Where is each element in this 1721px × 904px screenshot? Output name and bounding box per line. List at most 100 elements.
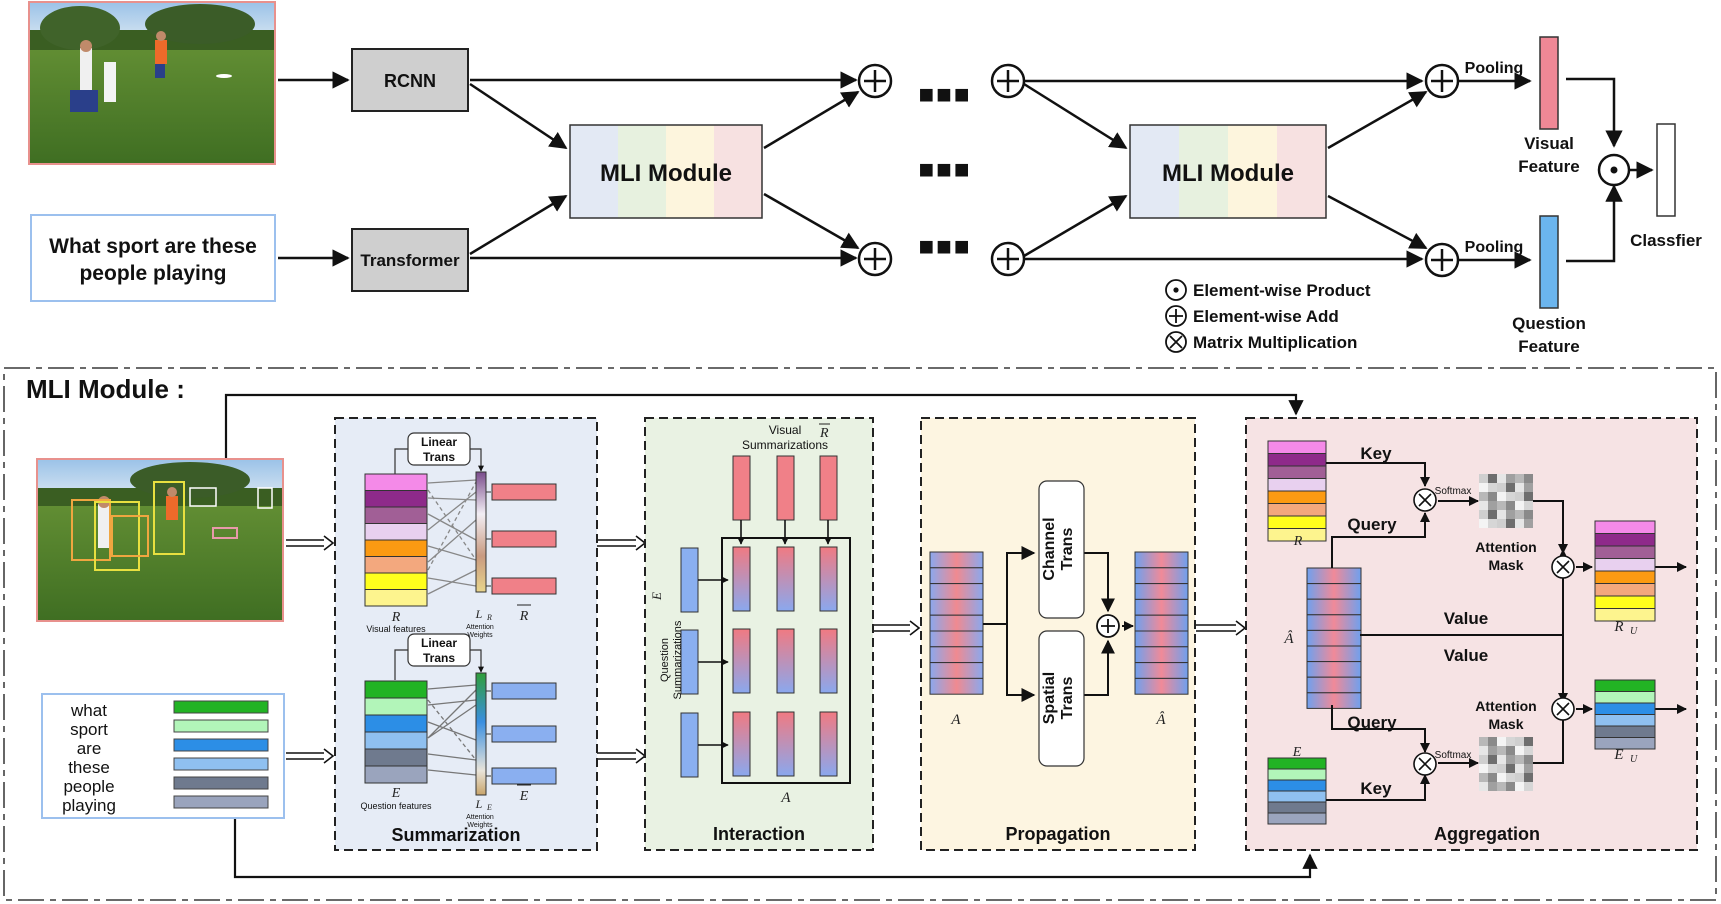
eu-symbol: E: [1613, 747, 1623, 763]
attention-mask-top-cell: [1515, 519, 1524, 528]
e-symbol: E: [391, 786, 401, 801]
svg-text:R: R: [486, 613, 492, 622]
word-are: are: [77, 739, 102, 758]
rcnn-block: RCNN: [351, 48, 469, 112]
mli-module-frame: [3, 367, 1717, 901]
propagated-ahat-row: [1134, 630, 1189, 648]
attention-mask-label-bottom-2: Mask: [1488, 716, 1523, 732]
question-feature-cell: [364, 731, 428, 750]
top-connections: [278, 71, 1654, 269]
interaction-ebar: E: [649, 592, 664, 601]
add-icon: [857, 63, 893, 99]
propagated-ahat-row: [1134, 646, 1189, 664]
svg-text:■■■: ■■■: [918, 231, 971, 261]
attention-mask-top-cell: [1479, 483, 1488, 492]
matmul-icon: [1413, 752, 1437, 776]
attention-mask-top-cell: [1506, 501, 1515, 510]
attention-mask-bottom-cell: [1488, 755, 1497, 764]
aggregation-title: Aggregation: [1434, 824, 1540, 844]
attention-mask-bottom-cell: [1479, 737, 1488, 746]
attention-mask-bottom-cell: [1479, 764, 1488, 773]
question-feature-cell: [364, 714, 428, 733]
question-feature-label-2: Feature: [1518, 337, 1579, 356]
attention-mask-top-cell: [1524, 474, 1533, 483]
add-icon: [1096, 614, 1120, 638]
aggregation-e-cell: [1267, 768, 1327, 781]
attention-mask-label-top-2: Mask: [1488, 557, 1523, 573]
lr-symbol: L: [475, 607, 483, 621]
propagation-panel: Propagation A Channel Trans Spatial Tran…: [920, 417, 1196, 851]
aggregation-ahat-row: [1306, 567, 1362, 585]
attention-mask-top-cell: [1515, 501, 1524, 510]
svg-text:Trans: Trans: [423, 450, 455, 464]
affinity-a-row: [929, 630, 984, 648]
attention-mask-bottom-cell: [1524, 737, 1533, 746]
attention-mask-top: [1479, 474, 1533, 528]
svg-text:MLI Module: MLI Module: [600, 160, 732, 187]
svg-text:Attention: Attention: [466, 814, 494, 821]
attention-mask-bottom-cell: [1479, 755, 1488, 764]
attention-mask-top-cell: [1479, 519, 1488, 528]
ellipsis-dots: ■■■ ■■■ ■■■: [918, 79, 971, 261]
svg-text:■■■: ■■■: [918, 79, 971, 109]
svg-text:E: E: [486, 803, 492, 812]
attention-mask-top-cell: [1479, 492, 1488, 501]
key-label-top: Key: [1360, 444, 1392, 463]
propagation-a-symbol: A: [950, 712, 961, 728]
attention-mask-bottom-cell: [1488, 746, 1497, 755]
attention-mask-top-cell: [1506, 483, 1515, 492]
propagated-ahat-row: [1134, 662, 1189, 679]
attention-mask-bottom-cell: [1524, 755, 1533, 764]
affinity-a-row: [929, 567, 984, 585]
channel-trans-block: [1038, 480, 1085, 619]
visual-features-caption: Visual features: [366, 624, 426, 634]
output-ru-cell: [1594, 595, 1656, 609]
aggregation-ahat-row: [1306, 661, 1362, 678]
aggregation-e-cell: [1267, 779, 1327, 792]
aggregation-r-cell: [1267, 478, 1327, 492]
attention-mask-top-cell: [1515, 510, 1524, 519]
aggregation-ahat-symbol: Â: [1283, 630, 1294, 647]
attention-mask-bottom-cell: [1497, 737, 1506, 746]
ru-symbol: R: [1613, 619, 1623, 635]
propagated-ahat-row: [1134, 551, 1189, 569]
key-label-bottom: Key: [1360, 779, 1392, 798]
output-ru-cell: [1594, 520, 1656, 534]
attention-weights-r: [475, 471, 487, 593]
summarization-title: Summarization: [391, 825, 520, 845]
attention-mask-bottom-cell: [1488, 764, 1497, 773]
attention-mask-top-cell: [1524, 501, 1533, 510]
aggregation-r-cell: [1267, 453, 1327, 467]
affinity-a-row: [929, 583, 984, 600]
propagated-ahat-row: [1134, 567, 1189, 585]
spatial-trans-label-2: Trans: [1059, 677, 1076, 720]
interaction-a-symbol: A: [780, 790, 791, 806]
interaction-panel: Interaction Visual R Summarizations E Qu…: [644, 417, 874, 851]
attention-mask-top-cell: [1506, 474, 1515, 483]
svg-text:Transformer: Transformer: [360, 251, 460, 270]
softmax-label-top: Softmax: [1435, 486, 1472, 497]
question-feature-cell: [364, 680, 428, 699]
word-playing: playing: [62, 796, 116, 815]
question-feature-cell: [364, 748, 428, 767]
attention-mask-bottom-cell: [1488, 773, 1497, 782]
attention-mask-top-cell: [1524, 510, 1533, 519]
attention-mask-bottom-cell: [1479, 782, 1488, 791]
output-ru-cell: [1594, 570, 1656, 584]
input-image-top: [28, 1, 276, 165]
question-text-line2: people playing: [79, 262, 226, 285]
svg-text:MLI Module: MLI Module: [1162, 160, 1294, 187]
linear-trans-label-1: Linear: [421, 435, 457, 449]
attention-mask-top-cell: [1497, 501, 1506, 510]
mli-module-block-1: MLI Module: [569, 124, 763, 219]
output-eu-stack: [1594, 679, 1656, 750]
attention-mask-bottom-cell: [1515, 737, 1524, 746]
query-label-top: Query: [1347, 515, 1397, 534]
attention-mask-bottom-cell: [1497, 755, 1506, 764]
attention-mask-bottom-cell: [1488, 737, 1497, 746]
mli-module-title: MLI Module :: [26, 374, 185, 404]
aggregation-e-symbol: E: [1292, 745, 1302, 760]
question-feature-label-1: Question: [1512, 314, 1586, 333]
affinity-a-row: [929, 598, 984, 616]
visual-feature-cell: [364, 572, 428, 590]
